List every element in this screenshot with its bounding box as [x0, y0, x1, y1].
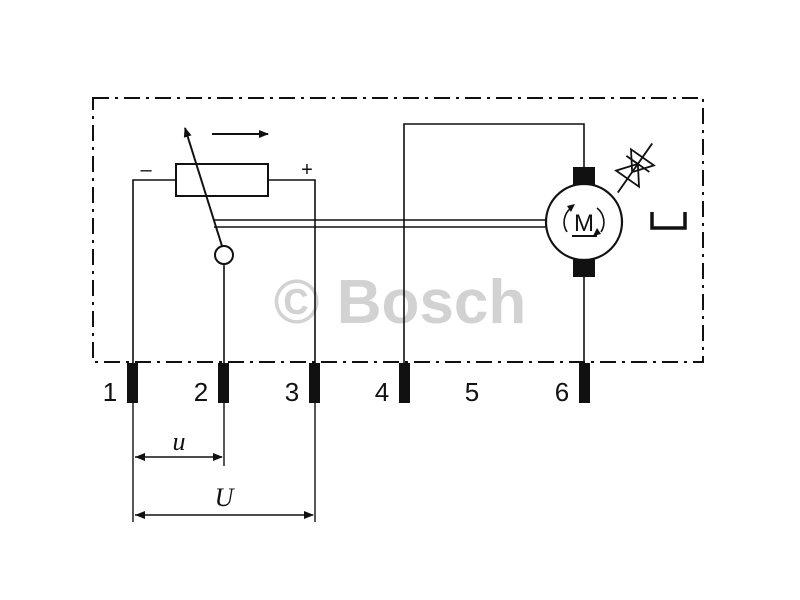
- pin-6: [579, 363, 590, 403]
- motor-brush-bottom: [573, 259, 595, 277]
- pin-label-2: 2: [194, 377, 208, 407]
- motor: M: [544, 167, 624, 365]
- pin-label-6: 6: [555, 377, 569, 407]
- mechanical-coupling: [214, 219, 546, 228]
- voltage-dimensions: u U: [132, 403, 316, 522]
- resistor-body: [175, 163, 269, 197]
- pin-1: [127, 363, 138, 403]
- connector-pins: 1 2 3 4 5 6: [103, 363, 590, 407]
- pin-label-3: 3: [285, 377, 299, 407]
- motor-brush-top: [573, 167, 595, 185]
- wire-minus: [132, 179, 176, 365]
- wire-plus: [268, 179, 316, 365]
- wiper-contact: [214, 245, 234, 265]
- motor-label: M: [574, 210, 594, 237]
- pin-2: [218, 363, 229, 403]
- rotation-arrow-right: [596, 207, 605, 233]
- pin-4: [399, 363, 410, 403]
- pin-label-4: 4: [375, 377, 389, 407]
- pin-label-5: 5: [465, 377, 479, 407]
- pin-label-1: 1: [103, 377, 117, 407]
- plus-sign: +: [301, 159, 313, 181]
- pin-3: [309, 363, 320, 403]
- voltage-u-label: u: [173, 427, 186, 456]
- suppressor-icon: [614, 142, 656, 194]
- motor-circle: [544, 182, 624, 262]
- watermark: © Bosch: [274, 268, 526, 337]
- potentiometer: – +: [132, 127, 316, 365]
- voltage-U-label: U: [215, 483, 236, 512]
- limit-stop-icon: [650, 212, 687, 230]
- wiper-arrow: [183, 127, 223, 247]
- wire-pin4-motor: [403, 123, 585, 365]
- housing-boundary: [92, 97, 704, 363]
- minus-sign: –: [140, 159, 152, 181]
